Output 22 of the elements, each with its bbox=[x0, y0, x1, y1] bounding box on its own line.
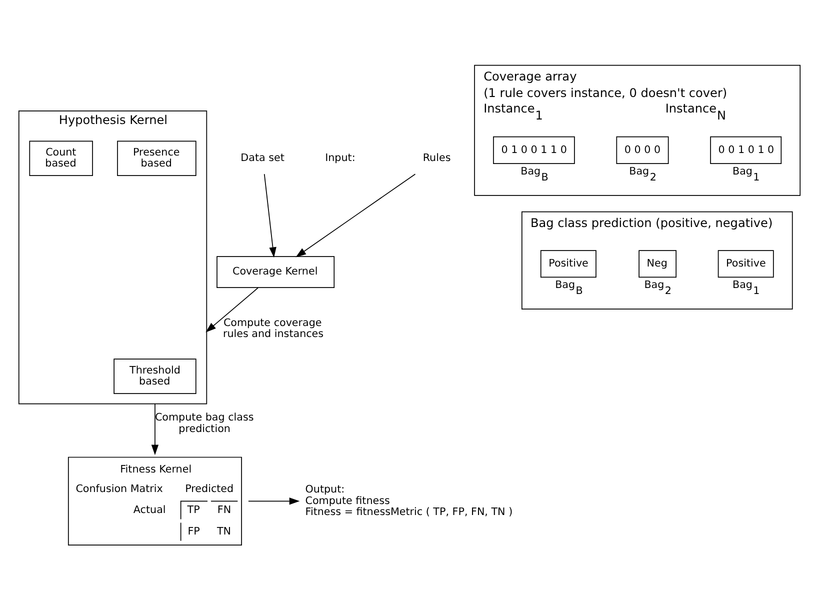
arrow bbox=[151, 402, 159, 455]
node-box: Fitness Kernel Confusion Matrix Predicted Actual TP FN FP TN bbox=[68, 456, 242, 546]
node-box: Presence based bbox=[117, 140, 196, 176]
arrow bbox=[248, 497, 300, 504]
arrow bbox=[296, 173, 416, 257]
node-box: Positive bbox=[718, 250, 774, 278]
node-box: Neg bbox=[638, 250, 677, 278]
node-text: Data set bbox=[240, 152, 284, 164]
node-box: 0 0 1 0 1 0 bbox=[710, 136, 782, 164]
edge-label: Compute bag class prediction bbox=[154, 411, 254, 434]
node-box: Threshold based bbox=[114, 358, 196, 394]
node-text: Output: Compute fitness Fitness = fitnessMetric ( TP, FP, FN, TN ) bbox=[305, 483, 513, 518]
label: Input: bbox=[325, 152, 356, 164]
node-text: Rules bbox=[422, 152, 451, 164]
edge-label: Compute coverage rules and instances bbox=[223, 316, 324, 340]
arrow bbox=[206, 286, 259, 332]
node-box: 0 1 0 0 1 1 0 bbox=[493, 136, 575, 164]
node-box: Count based bbox=[29, 140, 93, 176]
node-box: 0 0 0 0 bbox=[616, 136, 669, 164]
node-box: Coverage Kernel bbox=[216, 256, 335, 288]
node-box: Positive bbox=[540, 250, 596, 278]
arrow bbox=[264, 173, 276, 258]
